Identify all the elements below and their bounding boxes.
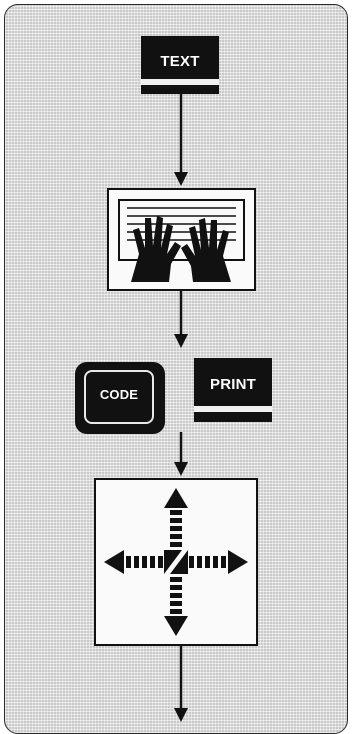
code-key: CODE (75, 362, 165, 434)
arrow-cross-down (174, 646, 188, 722)
print-label: PRINT (194, 376, 272, 393)
print-block-underline (194, 406, 272, 412)
arrow-keyboard-to-code (174, 291, 188, 348)
arrow-text-to-keyboard (174, 94, 188, 186)
hands-on-keyboard-icon (109, 190, 254, 289)
keyboard-hands-box (107, 188, 256, 291)
four-way-arrows-icon (96, 480, 256, 644)
four-way-arrows-box (94, 478, 258, 646)
arrow-print-to-cross (174, 432, 188, 476)
code-label: CODE (86, 387, 152, 402)
print-block: PRINT (194, 358, 272, 422)
code-key-face: CODE (84, 370, 154, 424)
